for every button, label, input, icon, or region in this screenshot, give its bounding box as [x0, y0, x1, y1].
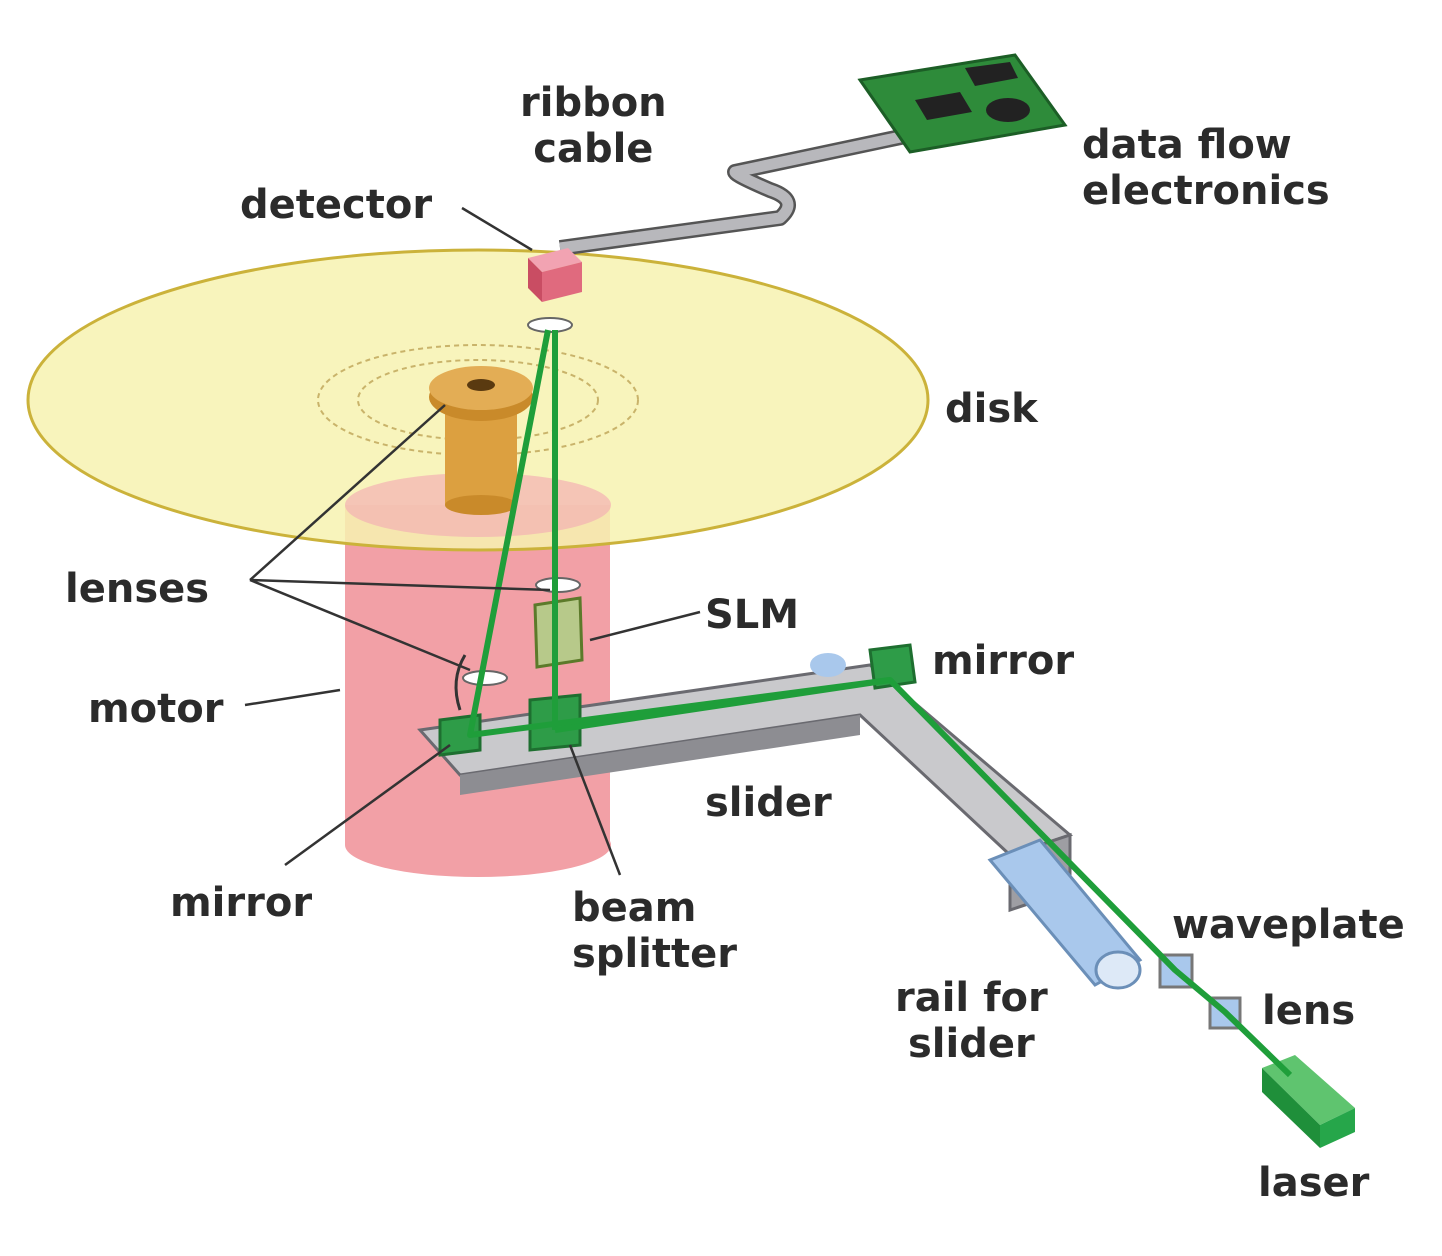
label-beam-splitter-line2: splitter — [572, 931, 737, 977]
label-motor: motor — [88, 686, 224, 732]
label-lens: lens — [1262, 988, 1356, 1034]
label-slider: slider — [705, 780, 832, 826]
label-laser: laser — [1258, 1160, 1370, 1206]
label-ribbon-cable: ribbon cable — [520, 80, 667, 172]
label-rail-for-slider-line1: rail for — [895, 975, 1048, 1021]
rail — [987, 838, 1143, 990]
data-flow-electronics-board — [857, 53, 1068, 154]
label-disk: disk — [945, 386, 1038, 432]
label-ribbon-cable-line2: cable — [533, 126, 654, 172]
label-data-flow-electronics: data flow electronics — [1082, 122, 1330, 214]
label-beam-splitter: beam splitter — [572, 885, 737, 977]
spindle-hub — [429, 366, 533, 515]
label-data-flow-electronics-line2: electronics — [1082, 168, 1330, 214]
detector — [528, 248, 582, 302]
label-mirror-bottom: mirror — [170, 880, 313, 926]
label-ribbon-cable-line1: ribbon — [520, 80, 667, 126]
label-detector: detector — [240, 182, 433, 228]
label-waveplate: waveplate — [1172, 902, 1405, 948]
label-lenses: lenses — [65, 566, 210, 612]
laser-beam — [467, 329, 1293, 1078]
leader-lines — [244, 206, 701, 876]
label-rail-for-slider: rail for slider — [895, 975, 1048, 1067]
label-rail-for-slider-line2: slider — [907, 1021, 1035, 1067]
label-mirror-top: mirror — [932, 638, 1075, 684]
laser — [1262, 1055, 1355, 1148]
label-slm: SLM — [705, 592, 800, 638]
label-beam-splitter-line1: beam — [572, 885, 697, 931]
label-data-flow-electronics-line1: data flow — [1082, 122, 1292, 168]
